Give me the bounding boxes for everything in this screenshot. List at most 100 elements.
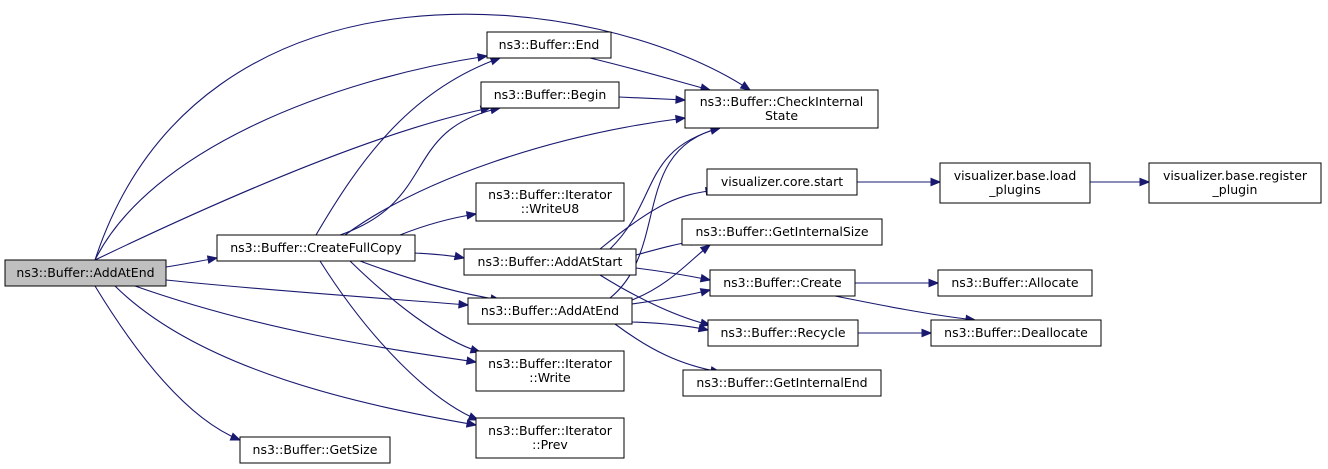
edge-addatend_root-to-write xyxy=(134,285,478,365)
node-label: ns3::Buffer::Iterator xyxy=(488,423,613,438)
node-vizstart[interactable]: visualizer.core.start xyxy=(706,168,858,196)
node-label: ns3::Buffer::AddAtEnd xyxy=(481,303,619,318)
node-box xyxy=(709,269,856,297)
edge-addatend-to-getinternalsize xyxy=(631,244,712,301)
node-label: ns3::Buffer::AddAtStart xyxy=(478,254,623,269)
node-getinternalend[interactable]: ns3::Buffer::GetInternalEnd xyxy=(682,369,882,397)
node-label: ns3::Buffer::Create xyxy=(723,275,842,290)
edge-addatstart-to-create-line xyxy=(635,267,711,281)
node-label: ns3::Buffer::End xyxy=(499,37,600,52)
edge-addatend_root-to-begin-line xyxy=(94,107,491,261)
node-begin[interactable]: ns3::Buffer::Begin xyxy=(480,81,620,109)
edge-addatend_root-to-prev-arrowhead xyxy=(465,419,478,428)
edge-createfullcopy-to-end xyxy=(315,57,502,236)
node-label: visualizer.core.start xyxy=(721,174,843,189)
node-box xyxy=(930,319,1102,347)
node-label: ns3::Buffer::GetInternalSize xyxy=(695,224,868,239)
edge-addatend_root-to-createfullcopy xyxy=(165,255,219,268)
node-label: ::Write xyxy=(529,370,571,385)
node-label: visualizer.base.load xyxy=(954,168,1077,183)
node-label: ns3::Buffer::Recycle xyxy=(720,325,845,340)
node-label: ::Prev xyxy=(532,437,568,452)
edge-addatend-to-getinternalend-line xyxy=(614,323,721,373)
node-label: ns3::Buffer::CreateFullCopy xyxy=(230,240,402,255)
edge-createfullcopy-to-checkinternal xyxy=(344,114,687,236)
node-box xyxy=(681,218,883,246)
edge-createfullcopy-to-writeu8-line xyxy=(399,213,477,236)
edge-createfullcopy-to-prev-line xyxy=(319,260,479,421)
edge-addatend_root-to-getsize-line xyxy=(94,285,241,441)
edge-createfullcopy-to-write-line xyxy=(349,260,481,353)
node-label: ns3::Buffer::AddAtEnd xyxy=(16,265,154,280)
node-box xyxy=(486,31,612,59)
node-recycle[interactable]: ns3::Buffer::Recycle xyxy=(707,319,859,347)
node-addatend[interactable]: ns3::Buffer::AddAtEnd xyxy=(467,297,633,325)
edge-createfullcopy-to-addatstart-arrowhead xyxy=(453,251,466,261)
node-box xyxy=(463,248,637,276)
node-prev[interactable]: ns3::Buffer::Iterator::Prev xyxy=(475,417,625,459)
node-label: ns3::Buffer::GetInternalEnd xyxy=(696,375,867,390)
edge-addatend_root-to-checkinternal-line xyxy=(94,13,751,261)
node-box xyxy=(239,436,391,464)
edge-addatend-to-create-line xyxy=(631,289,711,305)
edge-addatend-to-getinternalsize-arrowhead xyxy=(699,244,712,255)
edge-addatend_root-to-getsize-arrowhead xyxy=(229,432,242,441)
node-box xyxy=(4,259,167,287)
edge-createfullcopy-to-checkinternal-line xyxy=(344,117,686,236)
node-loadplugins[interactable]: visualizer.base.load_plugins xyxy=(939,162,1091,204)
edge-addatend-to-recycle-line xyxy=(631,321,709,331)
node-end[interactable]: ns3::Buffer::End xyxy=(486,31,612,59)
node-createfullcopy[interactable]: ns3::Buffer::CreateFullCopy xyxy=(216,234,416,262)
node-deallocate[interactable]: ns3::Buffer::Deallocate xyxy=(930,319,1102,347)
edge-addatend_root-to-checkinternal xyxy=(94,13,752,261)
node-label: ns3::Buffer::GetSize xyxy=(253,442,378,457)
node-label: ns3::Buffer::Begin xyxy=(494,87,607,102)
node-write[interactable]: ns3::Buffer::Iterator::Write xyxy=(475,350,625,392)
node-label: visualizer.base.register xyxy=(1163,168,1308,183)
node-writeu8[interactable]: ns3::Buffer::Iterator::WriteU8 xyxy=(475,182,625,222)
node-create[interactable]: ns3::Buffer::Create xyxy=(709,269,856,297)
node-box xyxy=(684,89,879,129)
edge-addatend_root-to-createfullcopy-arrowhead xyxy=(206,255,219,264)
edge-recycle-to-deallocate xyxy=(857,328,933,338)
edge-loadplugins-to-registerplugin-arrowhead xyxy=(1139,177,1151,187)
edge-addatend-to-getinternalend xyxy=(614,323,722,375)
node-label: ns3::Buffer::Iterator xyxy=(488,187,613,202)
node-label: ns3::Buffer::Iterator xyxy=(488,356,613,371)
edge-addatend_root-to-getsize xyxy=(94,285,242,441)
edge-addatend_root-to-end-arrowhead xyxy=(476,53,489,62)
node-box xyxy=(939,162,1091,204)
node-box xyxy=(475,182,625,222)
edge-addatstart-to-recycle-line xyxy=(599,274,711,326)
edge-addatend-to-checkinternal-line xyxy=(609,127,721,299)
node-box xyxy=(707,319,859,347)
edge-create-to-allocate xyxy=(854,278,940,288)
node-box xyxy=(937,269,1093,297)
edges-layer xyxy=(94,13,1151,441)
edge-addatend-to-create-arrowhead xyxy=(699,288,712,297)
node-getinternalsize[interactable]: ns3::Buffer::GetInternalSize xyxy=(681,218,883,246)
node-box xyxy=(216,234,416,262)
edge-createfullcopy-to-addatstart xyxy=(414,251,466,261)
node-box xyxy=(475,417,625,459)
edge-recycle-to-deallocate-arrowhead xyxy=(921,328,933,338)
node-allocate[interactable]: ns3::Buffer::Allocate xyxy=(937,269,1093,297)
node-label: ::WriteU8 xyxy=(521,201,580,216)
node-box xyxy=(475,350,625,392)
edge-addatend-to-recycle-arrowhead xyxy=(697,323,710,333)
edge-vizstart-to-loadplugins-arrowhead xyxy=(930,177,942,187)
node-addatstart[interactable]: ns3::Buffer::AddAtStart xyxy=(463,248,637,276)
node-registerplugin[interactable]: visualizer.base.register_plugin xyxy=(1148,162,1322,204)
node-getsize[interactable]: ns3::Buffer::GetSize xyxy=(239,436,391,464)
edge-addatend_root-to-write-arrowhead xyxy=(465,356,478,365)
node-label: ns3::Buffer::Deallocate xyxy=(944,325,1088,340)
edge-loadplugins-to-registerplugin xyxy=(1090,177,1151,187)
edge-create-to-deallocate xyxy=(834,295,977,324)
edge-end-to-checkinternal-line xyxy=(589,57,711,91)
edge-createfullcopy-to-checkinternal-arrowhead xyxy=(675,114,687,124)
node-box xyxy=(682,369,882,397)
node-addatend_root[interactable]: ns3::Buffer::AddAtEnd xyxy=(4,259,167,287)
edge-addatend-to-create xyxy=(631,288,712,305)
